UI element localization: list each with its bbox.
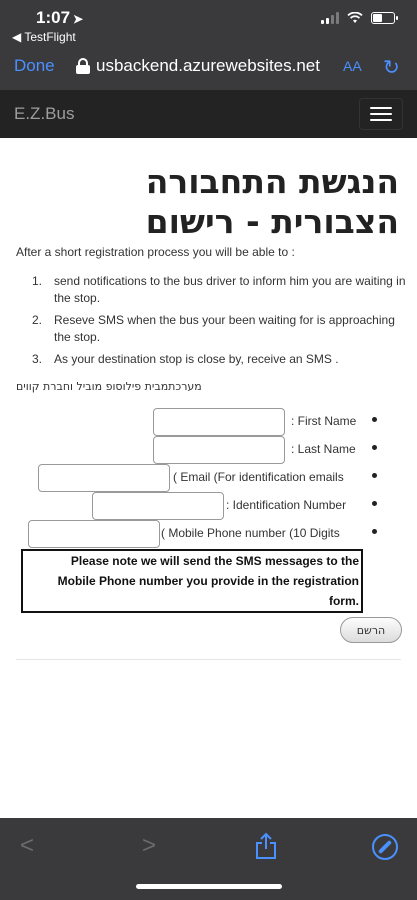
lock-icon	[76, 58, 90, 74]
first-name-input[interactable]	[153, 408, 285, 436]
bullet-icon	[372, 417, 377, 422]
home-indicator	[136, 884, 282, 889]
done-button[interactable]: Done	[14, 56, 55, 75]
site-navbar: E.Z.Bus	[0, 90, 417, 138]
id-number-label: : Identification Number	[226, 498, 347, 512]
cellular-signal-icon	[321, 12, 339, 24]
bullet-icon	[372, 529, 377, 534]
email-row: ( Email (For identification emails	[0, 464, 417, 492]
page-title: הנגשת התחבורה הצבורית - רישום	[145, 162, 399, 241]
bullet-icon	[372, 473, 377, 478]
battery-icon	[371, 12, 398, 24]
mobile-phone-row: ( Mobile Phone number (10 Digits	[0, 520, 417, 548]
reload-icon[interactable]: ↻	[383, 57, 400, 79]
status-time: 1:07➤	[36, 8, 83, 28]
last-name-row: : Last Name	[0, 436, 417, 464]
id-number-input[interactable]	[92, 492, 224, 520]
bullet-icon	[372, 501, 377, 506]
last-name-input[interactable]	[153, 436, 285, 464]
location-arrow-icon: ➤	[73, 12, 84, 26]
back-to-app-link[interactable]: ◀ TestFlight	[12, 30, 76, 44]
text-size-button[interactable]: AA	[343, 58, 362, 74]
mobile-phone-label: ( Mobile Phone number (10 Digits	[161, 526, 340, 540]
email-label: ( Email (For identification emails	[173, 470, 344, 484]
forward-arrow-icon[interactable]: >	[142, 832, 157, 859]
bullet-icon	[372, 445, 377, 450]
menu-toggle-button[interactable]	[359, 98, 403, 130]
status-icons	[321, 12, 398, 24]
list-item: 1.send notifications to the bus driver t…	[32, 274, 406, 305]
notice-line: .form	[328, 594, 359, 608]
notice-line: Mobile Phone number you provide in the r…	[57, 574, 359, 588]
benefit-text: send notifications to the bus driver to …	[54, 274, 406, 305]
hamburger-icon-bar	[370, 119, 392, 121]
browser-top-bar: 1:07➤ ◀ TestFlight Done usbackend.azurew…	[0, 0, 417, 90]
mobile-phone-input[interactable]	[28, 520, 160, 548]
list-item: 2.Reseve SMS when the bus your been wait…	[32, 313, 395, 344]
url-display[interactable]: usbackend.azurewebsites.net	[96, 56, 320, 75]
first-name-row: : First Name	[0, 408, 417, 436]
wifi-icon	[347, 12, 363, 23]
list-item: 3.As your destination stop is close by, …	[32, 352, 339, 366]
email-field[interactable]	[38, 464, 170, 492]
register-button[interactable]: הרשם	[340, 617, 402, 643]
share-icon[interactable]	[254, 832, 278, 860]
intro-text: After a short registration process you w…	[16, 245, 295, 259]
last-name-label: : Last Name	[291, 442, 356, 456]
benefit-text: Reseve SMS when the bus your been waitin…	[54, 313, 395, 344]
first-name-label: : First Name	[291, 414, 357, 428]
benefits-list: 1.send notifications to the bus driver t…	[30, 273, 406, 373]
id-number-row: : Identification Number	[0, 492, 417, 520]
notice-line: Please note we will send the SMS message…	[70, 554, 359, 568]
hebrew-subtitle: מערכתמבית פילוסופ מוביל וחברת קווים	[16, 380, 202, 393]
brand-link[interactable]: E.Z.Bus	[14, 104, 75, 123]
hamburger-icon-bar	[370, 113, 392, 115]
back-arrow-icon[interactable]: <	[20, 832, 35, 859]
divider	[16, 659, 401, 660]
compass-icon[interactable]	[372, 834, 398, 860]
page-content: הנגשת התחבורה הצבורית - רישום After a sh…	[0, 138, 417, 818]
benefit-text: As your destination stop is close by, re…	[54, 352, 339, 366]
status-time-text: 1:07	[36, 8, 71, 27]
hamburger-icon-bar	[370, 107, 392, 109]
sms-notice-box: Please note we will send the SMS message…	[21, 549, 363, 613]
